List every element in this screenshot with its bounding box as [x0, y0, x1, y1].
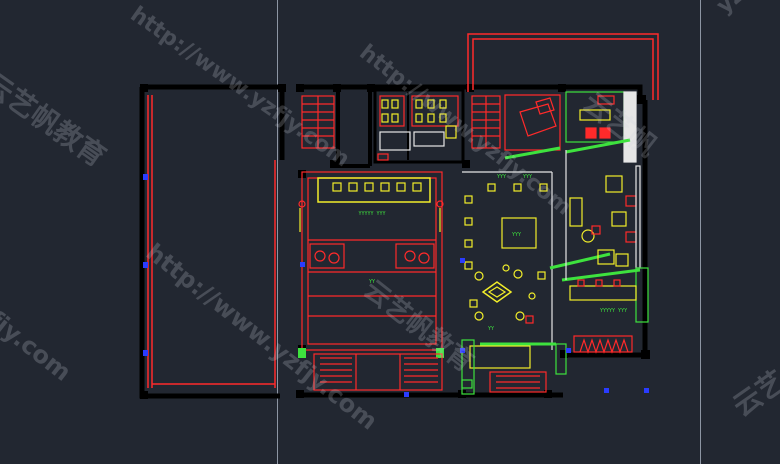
right-dining-area — [565, 150, 649, 323]
office-corner — [565, 91, 637, 163]
north-extension — [467, 33, 659, 100]
room-tag-main: YYYYY YYY — [358, 211, 385, 217]
small-tag-1: YYY — [497, 174, 506, 180]
reception-lounge — [504, 94, 561, 160]
main-room-yellow-units — [299, 182, 441, 232]
left-hall-blue-posts — [143, 174, 148, 356]
viewport-split-line-left — [277, 0, 278, 464]
open-area-furniture — [462, 171, 553, 350]
tiny-tag-1: YY — [488, 326, 494, 332]
main-room-green-markers — [298, 348, 444, 358]
small-tag-2: YYY — [523, 174, 532, 180]
stair-north-middle — [471, 95, 501, 149]
open-area-green-tags: YYY YYY YYY YY — [488, 174, 532, 332]
tiny-tag-main: YY — [369, 279, 375, 285]
viewport-split-line-right — [700, 0, 701, 464]
room-tag-right: YYYYY YYY — [600, 308, 627, 314]
stair-west-walls — [336, 90, 372, 168]
toilets — [373, 88, 465, 164]
bottom-right-rooms — [461, 335, 633, 395]
bottom-blue-markers — [300, 258, 649, 397]
stair-south — [313, 353, 547, 393]
open-area-green-dividers — [480, 252, 641, 346]
stair-north-west — [301, 95, 335, 149]
main-room-red-seats — [298, 200, 444, 264]
small-tag-3: YYY — [512, 232, 521, 238]
main-room-frame — [301, 171, 443, 351]
left-hall — [147, 95, 276, 388]
